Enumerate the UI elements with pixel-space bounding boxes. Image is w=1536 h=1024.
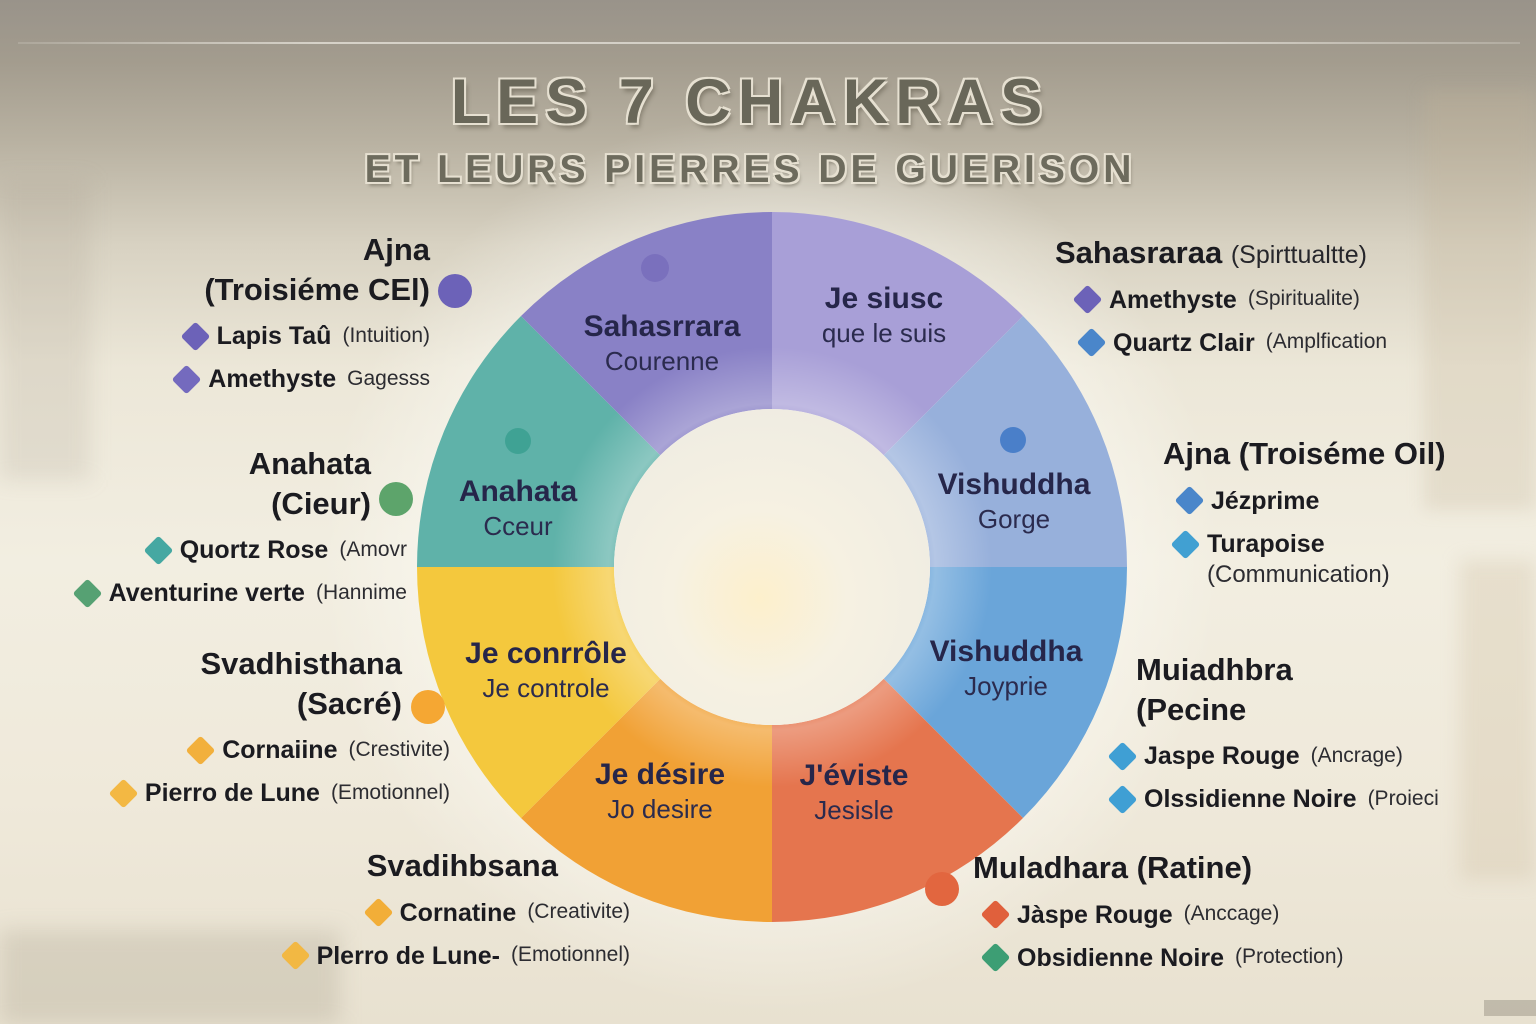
block-heading-line2: (Sacré) <box>296 685 402 721</box>
background-texture <box>1484 1000 1536 1016</box>
segment-dot-purple <box>641 254 669 282</box>
chakra-block-sahasraraa-right: Sahasraraa (Spirttualtte) Amethyste (Spi… <box>1055 233 1387 359</box>
wheel-label-jeviste: J'éviste Jesisle <box>799 759 909 826</box>
chakra-block-muiadhbra-right: Muiadhbra (Pecine Jaspe Rouge (Ancrage) … <box>1107 650 1439 815</box>
stone-item: Jaspe Rouge (Ancrage) <box>1107 740 1439 772</box>
stone-diamond-icon <box>143 535 174 566</box>
stone-item: Jézprime <box>1163 485 1446 517</box>
chakra-color-dot <box>438 274 472 308</box>
stone-item: Lapis Taû (Intuition) <box>140 320 430 352</box>
stone-item: Plerro de Lune- (Emotionnel) <box>280 940 630 972</box>
block-heading: Svadhisthana <box>200 646 402 681</box>
stone-diamond-icon <box>980 942 1011 973</box>
stone-item: Cornatine (Creativite) <box>290 897 630 929</box>
stone-item: Amethyste Gagesss <box>140 363 430 395</box>
block-heading: Ajna (Troiséme Oil) <box>1163 436 1446 471</box>
background-divider-line <box>18 42 1520 44</box>
title-main: LES 7 CHAKRAS <box>450 67 1050 137</box>
stone-diamond-icon <box>980 899 1011 930</box>
wheel-label-sahasrrara: Sahasrrara Courenne <box>583 310 741 377</box>
chakra-block-svadhisthana-left: Svadhisthana (Sacré) Cornaiine (Crestivi… <box>108 644 450 809</box>
wheel-label-anahata: Anahata Cceur <box>458 475 578 542</box>
stone-item: Aventurine verte (Hannime <box>72 577 407 609</box>
stone-item: Quortz Rose (Amovr <box>115 534 407 566</box>
wheel-label-je-desire: Je désire Jo desire <box>594 758 726 825</box>
block-heading: Svadihbsana <box>366 848 558 883</box>
stone-item: Jàspe Rouge (Anccage) <box>973 899 1344 931</box>
stone-item: Pierro de Lune (Emotionnel) <box>108 777 450 809</box>
chakra-color-dot <box>411 690 445 724</box>
stone-item: Turapoise (Communication) <box>1163 528 1446 591</box>
stone-diamond-icon <box>363 897 393 928</box>
stone-diamond-icon <box>1174 485 1205 516</box>
segment-dot-teal <box>505 428 531 454</box>
background-texture <box>1460 560 1536 880</box>
wheel-label-vishuddha-gorge: Vishuddha Gorge <box>937 468 1091 535</box>
page-title: LES 7 CHAKRAS ET LEURS PIERRES DE GUERIS… <box>0 66 1500 192</box>
block-heading-line2: (Cieur) <box>271 485 371 521</box>
stone-diamond-icon <box>1076 327 1107 358</box>
stone-diamond-icon <box>185 735 216 766</box>
block-heading: Sahasraraa (Spirttualtte) <box>1055 235 1367 270</box>
chakra-block-anahata-left: Anahata (Cieur) Quortz Rose (Amovr Avent… <box>72 444 413 609</box>
chakra-block-ajna-right: Ajna (Troiséme Oil) Jézprime Turapoise (… <box>1163 434 1446 590</box>
stone-diamond-icon <box>1107 741 1138 772</box>
block-heading-line2: (Pecine <box>1136 691 1247 727</box>
segment-dot-blue <box>1000 427 1026 453</box>
background-texture <box>0 180 90 480</box>
stone-item: Olssidienne Noire (Proieci <box>1107 783 1439 815</box>
wheel-label-je-siusc: Je siusc que le suis <box>821 282 947 349</box>
stone-diamond-icon <box>1107 784 1138 815</box>
stone-item: Quartz Clair (Amplfication <box>1055 327 1387 359</box>
stone-item: Obsidienne Noire (Protection) <box>973 942 1344 974</box>
chakra-color-dot <box>925 872 959 906</box>
block-heading: Muladhara (Ratine) <box>973 850 1253 885</box>
chakra-block-svadihbsana-left: Svadihbsana Cornatine (Creativite) Plerr… <box>280 846 630 972</box>
stone-diamond-icon <box>72 578 102 609</box>
stone-diamond-icon <box>171 364 202 395</box>
stone-item: Amethyste (Spiritualite) <box>1055 284 1387 316</box>
chakra-wheel <box>417 212 1127 922</box>
block-heading-line2: (Troisiéme CEl) <box>204 271 430 307</box>
stone-diamond-icon <box>280 940 310 971</box>
stone-diamond-icon <box>180 321 210 352</box>
stone-item: Cornaiine (Crestivite) <box>150 734 450 766</box>
chakra-block-muladhara-right: Muladhara (Ratine) Jàspe Rouge (Anccage)… <box>925 848 1344 974</box>
block-heading: Ajna <box>362 232 430 267</box>
stone-diamond-icon <box>1072 284 1103 315</box>
block-heading: Anahata <box>248 446 371 481</box>
wheel-label-vishuddha-joyprie: Vishuddha Joyprie <box>929 635 1083 702</box>
stone-diamond-icon <box>1170 529 1201 560</box>
block-heading: Muiadhbra <box>1136 652 1293 687</box>
stone-diamond-icon <box>108 778 139 809</box>
wheel-label-je-conrrole: Je conrrôle Je controle <box>465 637 627 704</box>
background-texture <box>0 930 340 1024</box>
chakra-block-ajna-left: Ajna (Troisiéme CEl) Lapis Taû (Intuitio… <box>140 230 472 395</box>
wheel-center-circle <box>614 409 930 725</box>
chakra-color-dot <box>379 482 413 516</box>
title-subtitle: ET LEURS PIERRES DE GUERISON <box>364 148 1136 191</box>
